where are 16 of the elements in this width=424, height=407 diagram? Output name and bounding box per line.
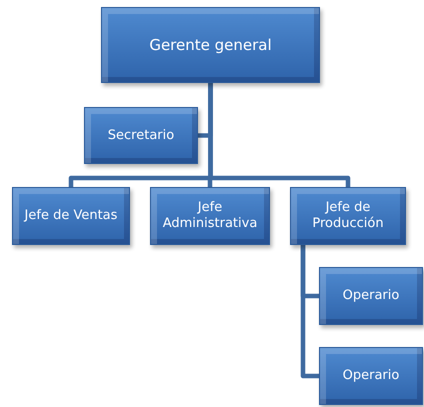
org-chart-box bbox=[319, 267, 423, 325]
org-chart-box bbox=[150, 187, 270, 245]
role-label: Gerente general bbox=[149, 36, 272, 54]
org-chart-box bbox=[101, 7, 320, 83]
org-chart-box bbox=[12, 187, 130, 245]
org-chart-box bbox=[290, 187, 406, 245]
role-label: Secretario bbox=[108, 128, 174, 144]
role-label: Jefe de Ventas bbox=[24, 208, 118, 224]
org-chart-box bbox=[319, 347, 423, 405]
role-label: Jefe Administrativa bbox=[162, 200, 258, 232]
role-label: Operario bbox=[342, 288, 400, 304]
org-chart-box bbox=[84, 107, 198, 164]
role-label: Jefe de Producción bbox=[311, 200, 385, 232]
role-label: Operario bbox=[342, 368, 400, 384]
connector-line bbox=[300, 245, 319, 378]
connector-line bbox=[208, 83, 350, 187]
